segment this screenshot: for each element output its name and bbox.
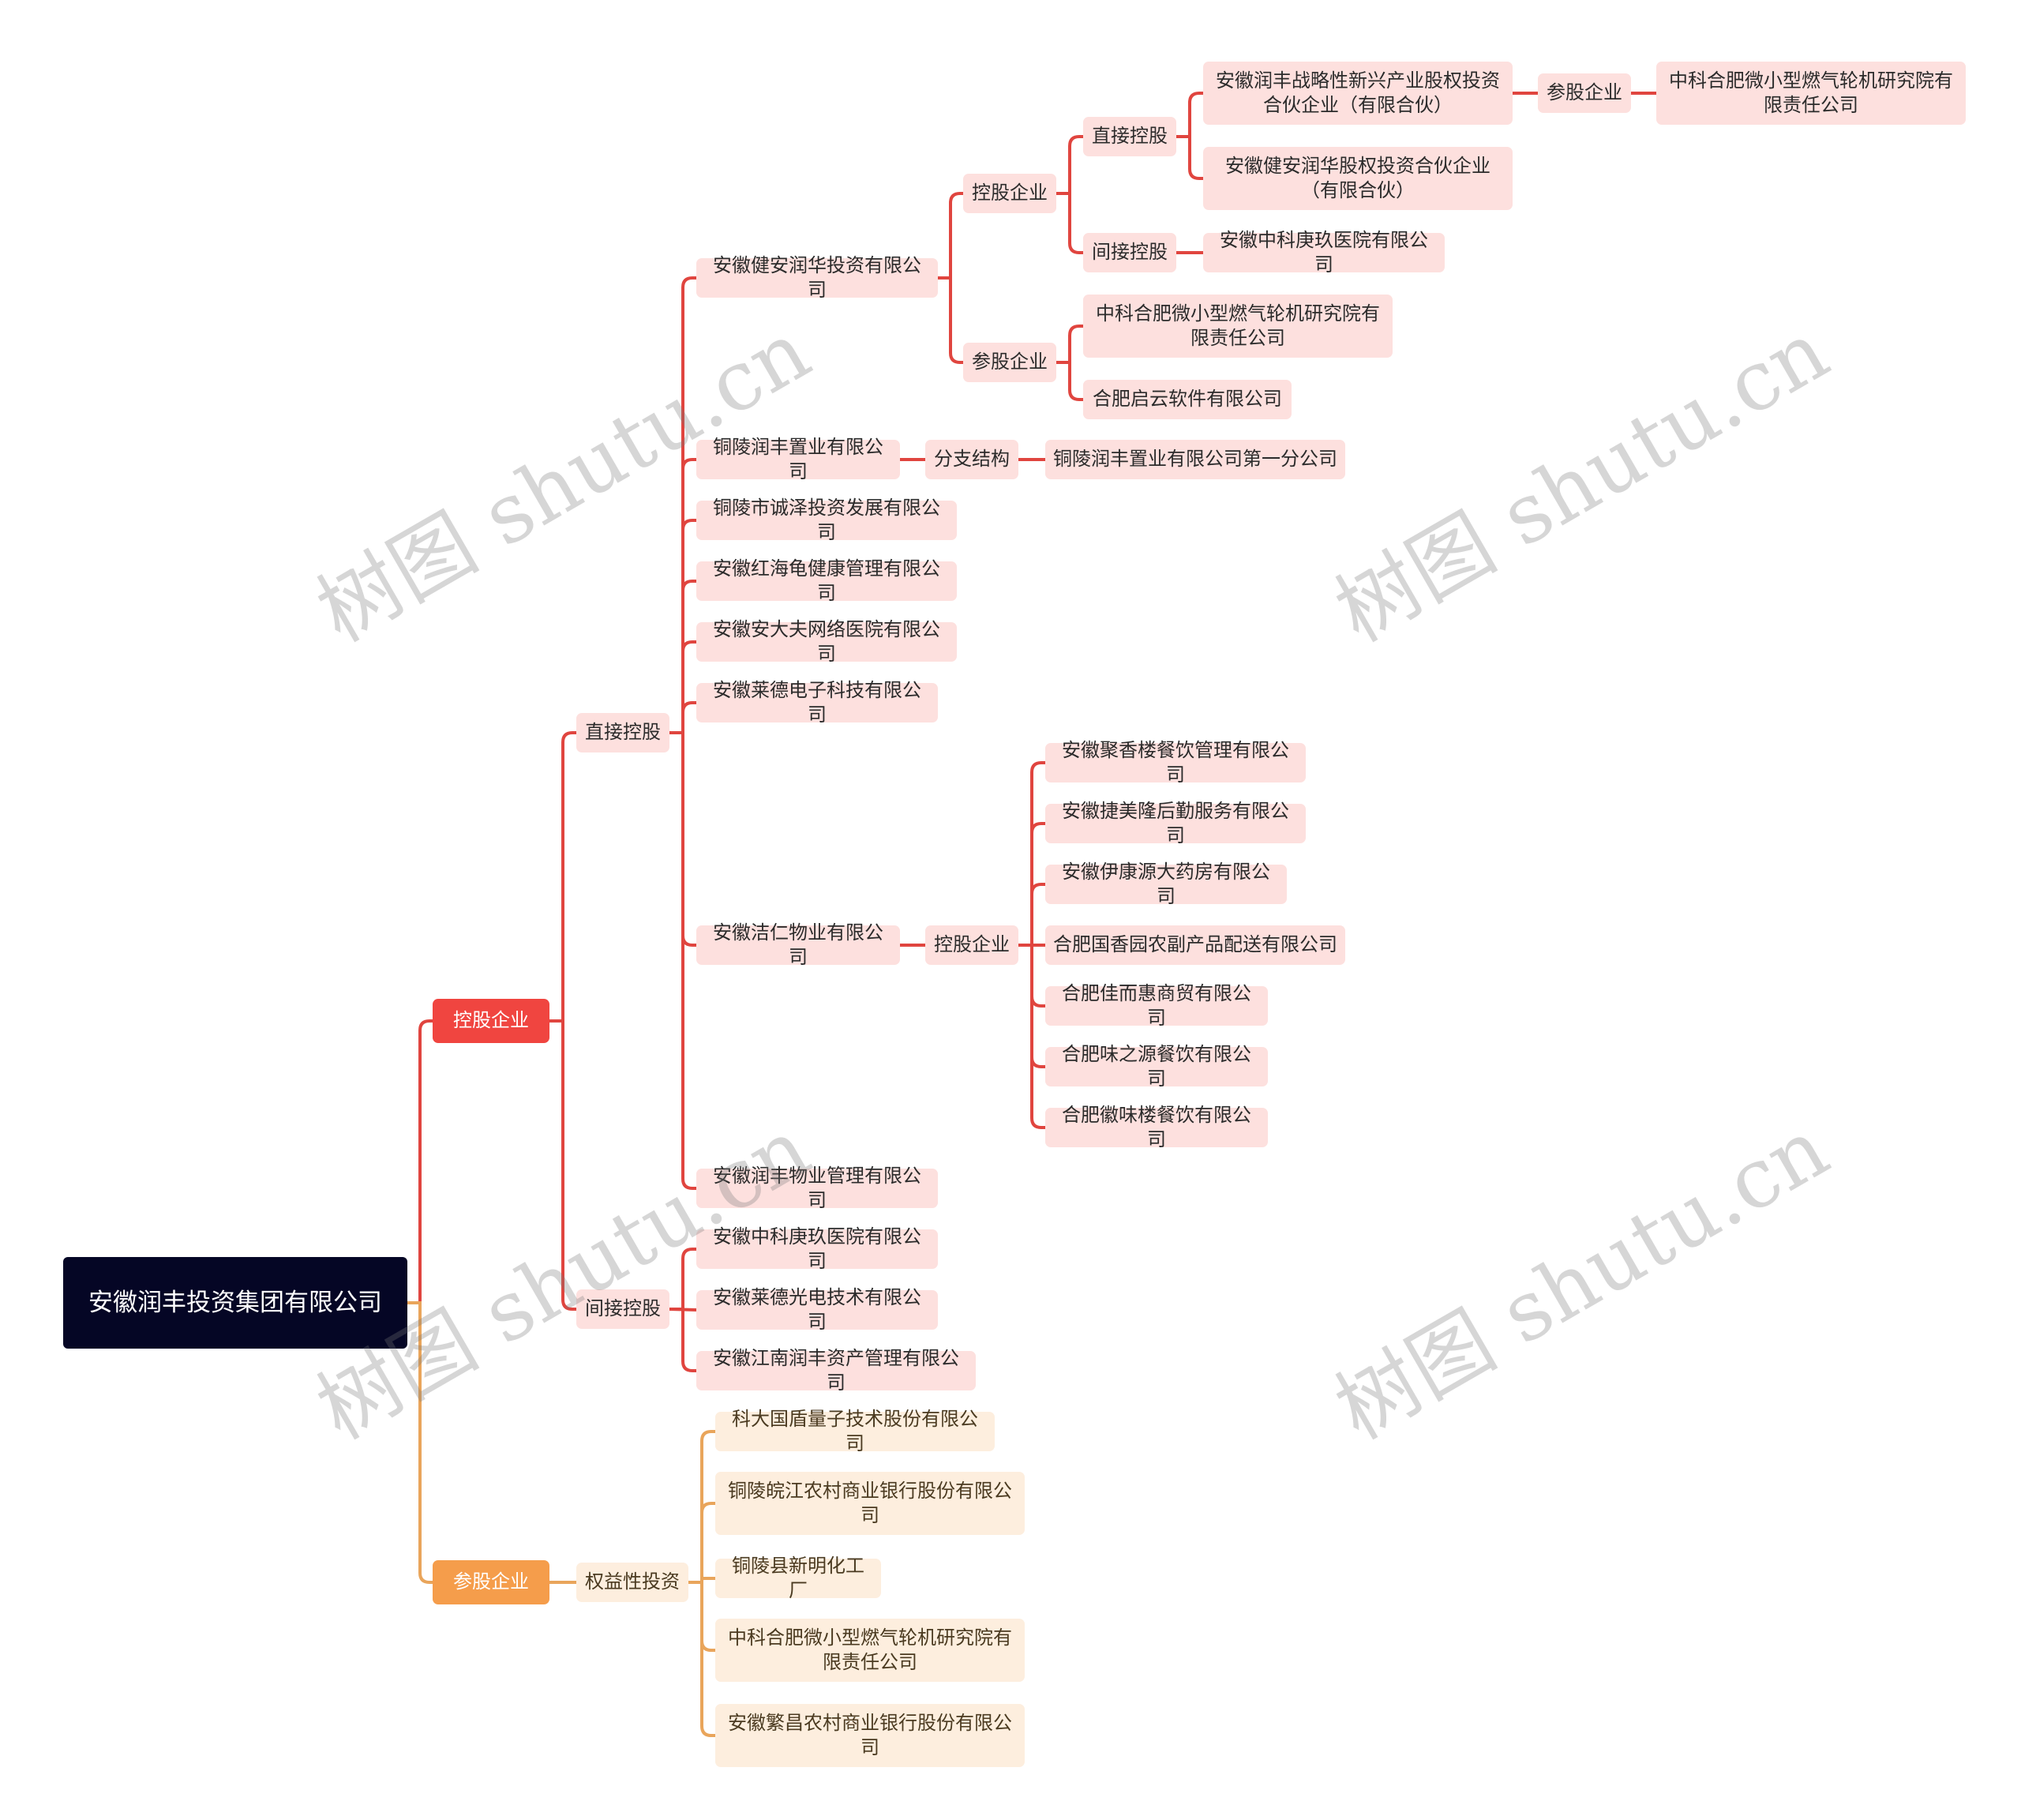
node-jrwy-holding[interactable]: 控股企业 [925,925,1018,965]
connector-node-tlwj [688,1502,715,1584]
connector-node-addf [669,640,696,734]
node-wzy[interactable]: 合肥味之源餐饮有限公司 [1045,1043,1268,1090]
node-rfzl[interactable]: 安徽润丰战略性新兴产业股权投资合伙企业（有限合伙） [1203,62,1513,125]
node-direct-holding[interactable]: 直接控股 [576,713,669,752]
connector-node-zkhf-2 [1056,325,1083,364]
connector-node-rfzl [1176,92,1203,138]
connector-node-jxl [1018,761,1045,947]
node-jarh-indirect[interactable]: 间接控股 [1083,233,1176,272]
connector-node-jarh-participation [938,276,963,364]
node-zkgj-1[interactable]: 安徽中科庚玖医院有限公司 [1203,229,1445,276]
node-jarh-direct[interactable]: 直接控股 [1083,117,1176,156]
node-tlrf-branch-1[interactable]: 铜陵润丰置业有限公司第一分公司 [1045,440,1345,479]
connector-node-zkgj-2 [669,1248,696,1311]
node-equity-investment[interactable]: 权益性投资 [576,1563,688,1602]
connector-node-indirect-holding [549,1019,576,1311]
connector-node-kdgd [688,1430,715,1584]
node-qyrj[interactable]: 合肥启云软件有限公司 [1083,380,1292,419]
connector-node-fcnc [688,1581,715,1737]
node-xmhg[interactable]: 铜陵县新明化工厂 [715,1555,881,1601]
node-jml[interactable]: 安徽捷美隆后勤服务有限公司 [1045,800,1306,846]
connector-node-jarh-indirect [1056,192,1083,254]
node-holding-companies[interactable]: 控股企业 [433,999,549,1043]
node-zkhf-1[interactable]: 中科合肥微小型燃气轮机研究院有限责任公司 [1656,62,1966,125]
connector-node-jarhgq [1176,135,1203,180]
node-zkgj-2[interactable]: 安徽中科庚玖医院有限公司 [696,1225,938,1272]
node-kdgd[interactable]: 科大国盾量子技术股份有限公司 [715,1408,995,1454]
node-tlcz[interactable]: 铜陵市诚泽投资发展有限公司 [696,497,957,543]
node-indirect-holding[interactable]: 间接控股 [576,1289,669,1329]
node-lddz[interactable]: 安徽莱德电子科技有限公司 [696,679,938,726]
node-zkhf-3[interactable]: 中科合肥微小型燃气轮机研究院有限责任公司 [715,1619,1025,1682]
node-xyny[interactable]: 合肥国香园农副产品配送有限公司 [1045,925,1345,965]
node-jarh[interactable]: 安徽健安润华投资有限公司 [696,254,938,301]
connector-node-jarh [669,276,696,734]
connector-node-lddz [669,701,696,734]
node-jarhgq[interactable]: 安徽健安润华股权投资合伙企业（有限合伙） [1203,147,1513,210]
node-zkhf-2[interactable]: 中科合肥微小型燃气轮机研究院有限责任公司 [1083,295,1393,358]
connector-node-jnrf [669,1308,696,1372]
root-node[interactable]: 安徽润丰投资集团有限公司 [63,1257,407,1349]
node-rfzl-participation[interactable]: 参股企业 [1538,73,1631,113]
node-tlwj[interactable]: 铜陵皖江农村商业银行股份有限公司 [715,1472,1025,1535]
connector-node-tlrf [669,458,696,734]
node-jeh[interactable]: 合肥佳而惠商贸有限公司 [1045,982,1268,1029]
connector-node-equity-participation [407,1301,433,1584]
connector-node-tlcz [669,519,696,734]
node-branch-structure[interactable]: 分支结构 [925,440,1018,479]
node-hwl[interactable]: 合肥徽味楼餐饮有限公司 [1045,1104,1268,1150]
connector-node-rfwy [669,731,696,1190]
node-fcnc[interactable]: 安徽繁昌农村商业银行股份有限公司 [715,1704,1025,1767]
connector-node-direct-holding [549,731,576,1023]
connector-node-hhg [669,580,696,734]
node-tlrf[interactable]: 铜陵润丰置业有限公司 [696,436,900,482]
node-ldgd[interactable]: 安徽莱德光电技术有限公司 [696,1286,938,1333]
node-equity-participation[interactable]: 参股企业 [433,1560,549,1604]
connector-node-jarh-holding [938,192,963,280]
node-jarh-holding[interactable]: 控股企业 [963,174,1056,213]
node-jarh-participation[interactable]: 参股企业 [963,343,1056,382]
connector-node-qyrj [1056,361,1083,401]
node-jxl[interactable]: 安徽聚香楼餐饮管理有限公司 [1045,739,1306,786]
node-jrwy[interactable]: 安徽洁仁物业有限公司 [696,921,900,968]
node-addf[interactable]: 安徽安大夫网络医院有限公司 [696,618,957,665]
node-ykj[interactable]: 安徽伊康源大药房有限公司 [1045,861,1287,907]
node-jnrf[interactable]: 安徽江南润丰资产管理有限公司 [696,1347,976,1394]
node-hhg[interactable]: 安徽红海龟健康管理有限公司 [696,557,957,604]
connector-node-jarh-direct [1056,135,1083,195]
connector-node-jml [1018,822,1045,947]
connector-node-xmhg [688,1577,715,1584]
connector-node-ykj [1018,883,1045,947]
connector-node-hwl [1018,944,1045,1129]
node-rfwy[interactable]: 安徽润丰物业管理有限公司 [696,1165,938,1211]
connector-node-holding-companies [407,1019,433,1304]
